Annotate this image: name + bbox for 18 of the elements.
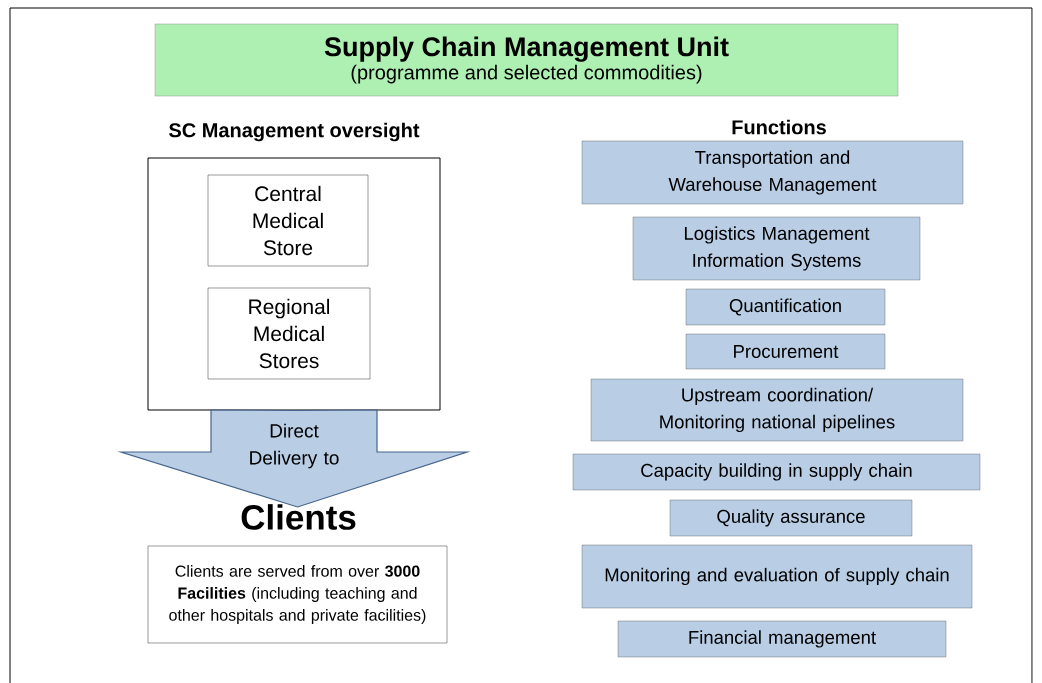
edge-label: Direct Delivery to — [250, 423, 339, 469]
function-box: Logistics Management Information Systems — [632, 216, 921, 281]
block-arrow — [117, 409, 471, 508]
function-box: Capacity building in supply chain — [572, 453, 981, 491]
function-box: Upstream coordination/ Monitoring national pipelines — [590, 378, 964, 442]
store-box: Central Medical Store — [207, 174, 369, 267]
function-box: Quantification — [685, 288, 886, 326]
title-box: Supply Chain Management Unit (programme and selected commodities) — [154, 23, 899, 97]
function-box: Transportation and Warehouse Management — [581, 140, 964, 205]
function-box: Financial management — [617, 620, 947, 658]
heading: Clients — [241, 504, 356, 530]
function-box: Monitoring and evaluation of supply chain — [581, 544, 973, 609]
box-heading: SC Management oversight — [169, 122, 420, 142]
heading: Functions — [732, 119, 826, 135]
text-box: Clients are served from over 3000 Facilities (including teaching and other hospitals and private facilities) — [147, 545, 448, 644]
function-box: Procurement — [685, 333, 886, 370]
store-box: Regional Medical Stores — [207, 287, 371, 380]
function-box: Quality assurance — [669, 499, 913, 537]
